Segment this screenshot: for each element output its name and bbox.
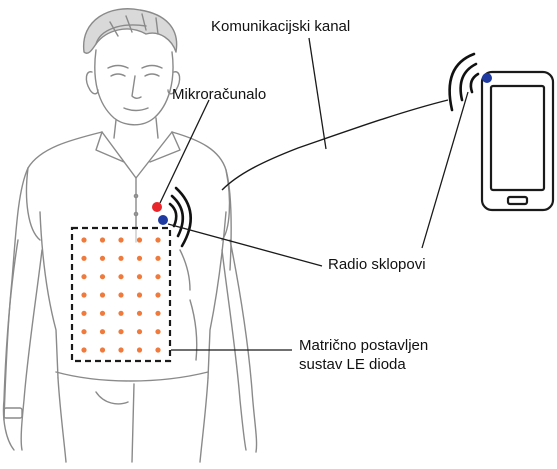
led-dot (155, 311, 160, 316)
led-dot (137, 237, 142, 242)
communication-channel-line (222, 100, 448, 190)
radio-circuits-label: Radio sklopovi (328, 255, 426, 274)
led-dot (81, 311, 86, 316)
communication-channel-label: Komunikacijski kanal (211, 17, 350, 36)
radio-circuit-dot (158, 215, 168, 225)
led-dot (81, 274, 86, 279)
led-dot (137, 274, 142, 279)
led-dot (81, 329, 86, 334)
led-matrix-label-line2: sustav LE dioda (299, 355, 489, 374)
led-dot (100, 292, 105, 297)
led-dot (100, 347, 105, 352)
led-dot (118, 329, 123, 334)
led-dot (137, 347, 142, 352)
led-dot (155, 329, 160, 334)
chest-radio-waves (170, 188, 191, 246)
led-dot (155, 292, 160, 297)
led-dot (155, 347, 160, 352)
led-dot (81, 256, 86, 261)
phone-radio-waves (450, 54, 478, 110)
led-matrix-label: Matrično postavljen sustav LE dioda (299, 336, 489, 374)
led-dot (137, 311, 142, 316)
led-dot (100, 237, 105, 242)
led-dot (137, 256, 142, 261)
led-dot (118, 292, 123, 297)
led-dot (100, 329, 105, 334)
microcomputer-label: Mikroračunalo (172, 85, 266, 104)
led-dot (118, 256, 123, 261)
smartphone (482, 72, 553, 210)
led-dot (81, 237, 86, 242)
led-dot (155, 256, 160, 261)
led-dot (118, 347, 123, 352)
phone-radio-dot (482, 73, 492, 83)
led-dot (81, 292, 86, 297)
led-dot (137, 292, 142, 297)
led-dot (100, 311, 105, 316)
led-dot (118, 237, 123, 242)
led-dot (100, 256, 105, 261)
led-dot (100, 274, 105, 279)
led-dot (118, 274, 123, 279)
led-dot (81, 347, 86, 352)
led-dot (155, 237, 160, 242)
led-dot (137, 329, 142, 334)
led-dot (155, 274, 160, 279)
led-dot (118, 311, 123, 316)
led-matrix-label-line1: Matrično postavljen (299, 336, 489, 355)
microcomputer-dot (152, 202, 162, 212)
